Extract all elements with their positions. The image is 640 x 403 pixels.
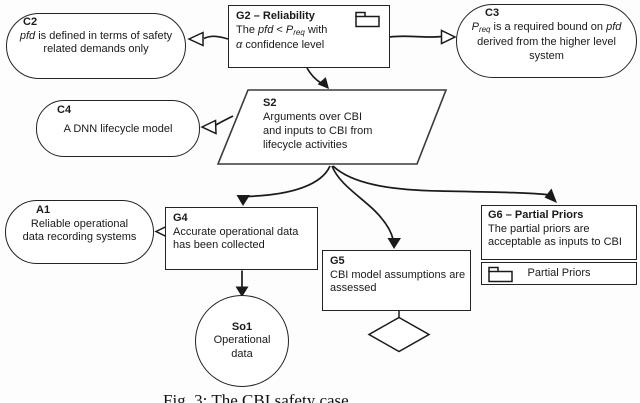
folder-module-icon <box>488 266 513 283</box>
node-text: and inputs to CBI from <box>263 125 373 137</box>
node-text: CBI model assumptions are <box>330 268 466 281</box>
node-id: C2 <box>23 16 38 28</box>
goal-g4: G4 Accurate operational data has been co… <box>165 207 318 270</box>
node-id: G4 <box>173 212 188 224</box>
node-id: So1 <box>231 320 253 333</box>
hollow-arrowhead-c3 <box>440 29 457 45</box>
node-title: G2 – Reliability <box>236 10 315 22</box>
solution-so1: So1 Operational data <box>195 295 289 387</box>
solid-arrowhead-so1 <box>235 286 249 297</box>
hollow-arrowhead-c4 <box>200 119 217 135</box>
goal-g5: G5 CBI model assumptions are assessed <box>322 250 471 311</box>
node-text: Reliable operational <box>30 217 129 230</box>
strategy-s2-shape <box>216 89 448 165</box>
node-text: related demands only <box>43 43 149 55</box>
strategy-s2: S2 Arguments over CBI and inputs to CBI … <box>263 96 372 152</box>
node-text: Accurate operational data <box>173 225 299 238</box>
edge-g2-s2 <box>306 67 322 84</box>
node-text: A DNN lifecycle model <box>63 122 173 135</box>
node-text: derived from the higher level <box>477 36 616 48</box>
context-c3: C3 Preq is a required bound on pfd deriv… <box>456 4 637 78</box>
node-text: α confidence level <box>236 39 325 51</box>
context-c2: C2 pfd is defined in terms of safety rel… <box>6 13 186 79</box>
edge-g2-c3 <box>389 35 442 38</box>
figure-caption: Fig. 3: The CBI safety case <box>163 391 349 403</box>
node-text: lifecycle activities <box>263 139 348 151</box>
goal-g2: G2 – Reliability The pfd < Preq with α c… <box>228 5 390 68</box>
assumption-a1: A1 Reliable operational data recording s… <box>5 200 154 264</box>
edge-g2-c2 <box>203 35 229 40</box>
node-text: data <box>231 347 253 360</box>
node-text: The partial priors are <box>488 222 590 235</box>
node-text: data recording systems <box>22 231 137 243</box>
node-id: S2 <box>263 97 277 109</box>
edge-s2-g5 <box>331 165 394 240</box>
module-reference-partial-priors: Partial Priors <box>481 262 637 285</box>
context-c4: C4 A DNN lifecycle model <box>36 100 200 157</box>
solid-arrowhead-g5 <box>387 238 401 249</box>
node-text: has been collected <box>173 239 265 251</box>
node-id: C4 <box>57 104 72 116</box>
node-text: system <box>529 49 564 62</box>
solid-arrowhead-s2 <box>317 77 329 89</box>
node-id: G5 <box>330 255 345 267</box>
hollow-arrowhead-c2 <box>187 31 204 47</box>
node-text: pfd is defined in terms of safety <box>19 29 173 42</box>
node-text: Operational <box>213 334 271 347</box>
node-text: Preq is a required bound on pfd <box>471 20 622 34</box>
node-text: Arguments over CBI <box>263 111 363 123</box>
solid-arrowhead-g4 <box>236 195 250 206</box>
goal-g6: G6 – Partial Priors The partial priors a… <box>481 205 637 260</box>
edge-s2-c4 <box>214 115 234 127</box>
node-text: assessed <box>330 282 377 294</box>
solid-arrowhead-g6 <box>544 188 557 203</box>
edge-s2-g6 <box>332 165 551 196</box>
node-text: acceptable as inputs to CBI <box>488 236 622 248</box>
node-title: G6 – Partial Priors <box>488 209 584 221</box>
node-id: A1 <box>36 204 51 216</box>
node-text: The pfd < Preq with <box>236 23 328 37</box>
node-id: C3 <box>485 7 500 19</box>
undeveloped-diamond-marker <box>367 316 431 353</box>
module-label: Partial Priors <box>527 266 591 279</box>
folder-module-icon <box>355 11 380 28</box>
edge-s2-g4 <box>245 165 331 198</box>
